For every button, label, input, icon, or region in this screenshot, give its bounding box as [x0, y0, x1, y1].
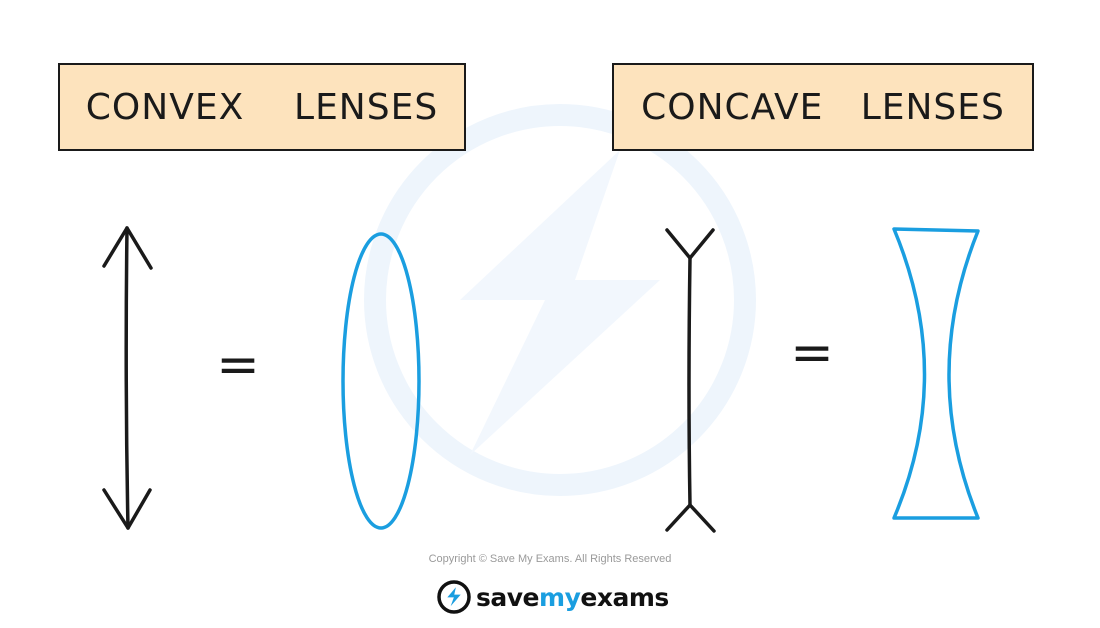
brand-my-text: my [539, 582, 581, 612]
convex-lenses-title-text: CONVEX LENSES [85, 86, 439, 128]
brand-save-text: save [476, 582, 540, 612]
copyright-text: Copyright © Save My Exams. All Rights Re… [428, 553, 672, 565]
brand-logo: save my exams [436, 578, 669, 616]
convex-symbol-arrowhead-bottom [102, 488, 152, 530]
convex-equals-sign: = [216, 335, 260, 395]
concave-lens-symbol [665, 228, 716, 533]
lightning-bolt-icon [437, 580, 471, 614]
convex-symbol-arrowhead-top [102, 226, 153, 270]
concave-equals-sign: = [790, 323, 834, 383]
watermark-ring [364, 104, 756, 496]
brand-exams-text: exams [580, 582, 669, 612]
concave-symbol-end-top [665, 228, 715, 260]
convex-lenses-title: CONVEX LENSES [58, 63, 466, 151]
concave-symbol-line [687, 256, 692, 507]
convex-lens-symbol [102, 226, 153, 530]
convex-symbol-line [124, 226, 130, 530]
concave-symbol-end-bottom [665, 503, 716, 533]
concave-lens-shape [892, 227, 980, 520]
concave-lenses-title-text: CONCAVE LENSES [641, 86, 1005, 128]
watermark-bolt [460, 150, 660, 455]
convex-lens-shape [341, 232, 421, 530]
concave-lenses-title: CONCAVE LENSES [612, 63, 1034, 151]
